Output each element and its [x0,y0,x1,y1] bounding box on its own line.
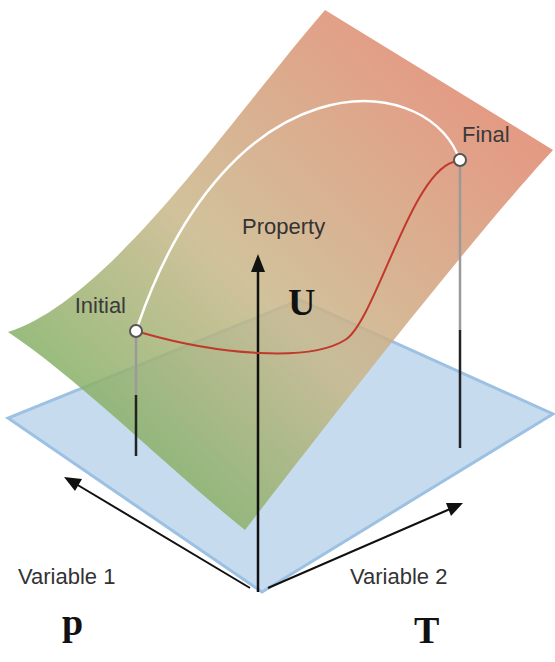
symbol-label: p [62,600,83,644]
drop-line [135,338,138,395]
axis-label: Property [242,214,325,240]
arrowhead [251,254,265,272]
arrowhead [64,477,82,491]
point-label: Initial [75,293,126,319]
symbol-label: U [288,280,315,324]
axis-line [257,268,260,592]
state-point [129,324,143,338]
drop-line [135,395,138,456]
symbol-label: T [414,608,439,652]
state-point [453,153,467,167]
axis-label: Variable 1 [18,564,115,590]
point-label: Final [462,122,510,148]
drop-line [459,167,462,330]
process-path [143,162,454,353]
arrowhead [446,503,463,516]
axis-label: Variable 2 [350,564,447,590]
property-surface [8,10,553,530]
drop-line [459,330,462,448]
process-path [138,101,457,324]
